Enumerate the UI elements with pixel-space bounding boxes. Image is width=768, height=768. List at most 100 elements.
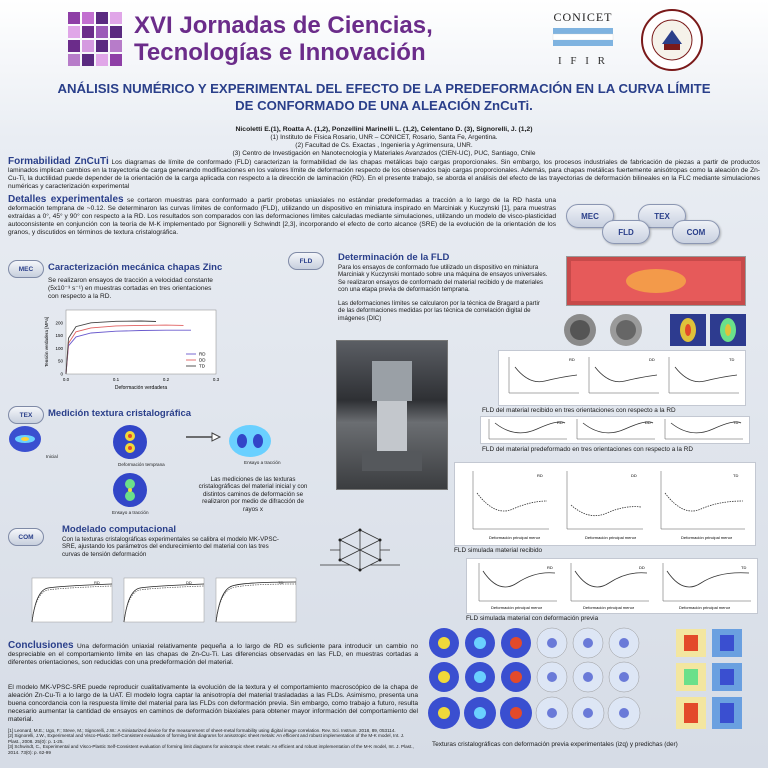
fld-chart-received: RD DD TD [498,350,746,406]
y-tick-label: 50 [58,359,64,364]
formabilidad-heading: Formabilidad ZnCuTi [8,156,109,167]
svg-text:Deformación principal menor: Deformación principal menor [583,605,635,610]
svg-text:DD: DD [186,580,192,585]
x-tick-label: 0.2 [163,377,170,382]
poster-title-line1: ANÁLISIS NUMÉRICO Y EXPERIMENTAL DEL EFE… [57,81,711,96]
svg-text:DD: DD [639,565,645,570]
y-tick-label: 200 [55,320,63,325]
svg-text:RD: RD [547,565,553,570]
tex-heading: Medición textura cristalográfica [48,408,192,419]
event-title-line2: Tecnologías e Innovación [134,39,426,66]
crystal-lattice-diagram [310,520,410,580]
mec-text: Se realizaron ensayos de tracción a velo… [48,277,213,300]
svg-text:Deformación principal menor: Deformación principal menor [585,535,637,540]
reference-3: [3] Schwindt, C., Experimental and Visco… [8,744,414,755]
detalles-section: Detalles experimentales se cortaron mues… [8,195,556,237]
unr-seal [640,8,704,72]
fld-caption-3: FLD simulada material recibido [454,547,543,554]
series-line-td [65,320,157,375]
dic-sample-image [566,256,746,306]
tex-text: Las mediciones de las texturas cristalog… [198,476,308,513]
fld-sim-pre-rd: RD [478,563,557,602]
fld-received-td: TD [668,357,739,394]
fld-received-rd: RD [508,357,579,394]
fld-sim-rec-rd: RD [472,471,549,530]
fld-caption-2: FLD del material predeformado en tres or… [482,446,693,453]
svg-text:DD: DD [631,473,637,478]
label-inicial: Inicial [46,454,58,459]
poster-title: ANÁLISIS NUMÉRICO Y EXPERIMENTAL DEL EFE… [0,80,768,114]
label-traccion-bottom: Ensayo a tracción [112,510,149,515]
svg-text:TD: TD [729,357,734,362]
svg-text:Deformación principal menor: Deformación principal menor [681,535,733,540]
com-panel-dd: DD [123,577,205,623]
fld-sim-pre-dd: DD [570,563,649,602]
fld-caption-4: FLD simulada material con deformación pr… [466,615,599,622]
svg-text:DD: DD [649,357,655,362]
svg-text:RD: RD [557,420,563,425]
event-title: XVI Jornadas de Ciencias, Tecnologías e … [134,12,433,66]
svg-text:Deformación principal menor: Deformación principal menor [491,605,543,610]
pole-figure-traccion-top [228,424,272,458]
conclusiones-p1: Una deformación uniaxial relativamente p… [8,643,418,666]
reference-2: [2] Signorelli, J.W., Experimental and V… [8,733,405,744]
y-axis-label: Tensión verdadera [MPa] [44,317,49,367]
fld-caption-1: FLD del material recibido en tres orient… [482,407,676,414]
legend-label-dd: DD [199,358,206,363]
fld-pre-td: TD [664,419,743,440]
fld-heading: Determinación de la FLD [338,252,450,263]
fld-sim-rec-dd: DD [566,471,643,530]
texture-pole-figures-grid [428,627,752,737]
reference-1: [1] Leonard, M.E.; Ugo, F.; Steve, M.; S… [8,728,396,733]
svg-text:TD: TD [278,580,283,585]
formabilidad-section: Formabilidad ZnCuTi Los diagramas de lím… [8,156,760,191]
legend-label-rd: RD [199,352,206,357]
pill-fld: FLD [602,220,650,244]
affiliation-2: (2) Facultad de Cs. Exactas , Ingeniería… [295,142,473,149]
svg-text:TD: TD [741,565,746,570]
svg-text:TD: TD [733,473,738,478]
fld-sim-rec-td: TD [660,471,745,530]
com-text: Con la texturas cristalográficas experim… [62,536,279,558]
svg-text:RD: RD [537,473,543,478]
strain-map-photos [560,312,750,348]
arrow-right-icon [186,432,222,442]
authors: Nicoletti E.(1), Roatta A. (1,2), Ponzel… [235,126,533,133]
series-line-rd [65,329,191,375]
conclusiones-p2: El modelo MK-VPSC-SRE puede reproducir c… [8,684,418,723]
label-temprana: Deformación temprana [118,462,165,467]
testing-machine-photo [336,340,448,490]
plot-area [65,309,217,375]
x-tick-label: 0.0 [63,377,70,382]
fld-pre-dd: DD [576,419,655,440]
mec-tag: MEC [8,260,44,278]
conicet-logo: CONICET [548,10,618,50]
svg-text:Deformación principal menor: Deformación principal menor [489,535,541,540]
y-tick-label: 100 [55,346,63,351]
svg-text:RD: RD [569,357,575,362]
event-title-line1: XVI Jornadas de Ciencias, [134,12,433,39]
fld-chart-predeformed: RD DD TD [480,416,750,444]
svg-text:Deformación principal menor: Deformación principal menor [679,605,731,610]
svg-text:RD: RD [94,580,100,585]
pole-figure-temprana [112,424,148,460]
pole-figure-traccion-bottom [112,472,148,508]
fld-text-2: Las deformaciones límites se calcularon … [338,300,540,322]
fld-sim-predeformed: RD DD TD Deformación principal menor Def… [466,558,758,614]
poster-title-line2: DE CONFORMADO DE UNA ALEACIÓN ZnCuTi. [235,98,533,113]
pole-figure-inicial [8,424,42,454]
fld-pre-rd: RD [488,419,567,440]
x-tick-label: 0.1 [113,377,120,382]
conicet-text: CONICET [553,10,613,24]
fld-tag: FLD [288,252,324,270]
fld-sim-received: RD DD TD Deformación principal menor Def… [454,462,756,546]
fld-sim-pre-td: TD [662,563,751,602]
formabilidad-text: Los diagramas de límite de conformado (F… [8,159,760,190]
label-traccion-top: Ensayo a tracción [244,460,281,465]
mec-heading: Caracterización mecánica chapas Zinc [48,262,223,273]
series-line-dd [65,324,184,375]
com-simulation-curves: RD Caracterización mecánica chapas Zinc … [8,572,298,636]
conclusiones-section: Conclusiones Una deformación uniaxial re… [8,641,418,667]
fld-received-dd: DD [588,357,659,394]
affiliation-1: (1) Instituto de Física Rosario, UNR – C… [270,134,498,141]
